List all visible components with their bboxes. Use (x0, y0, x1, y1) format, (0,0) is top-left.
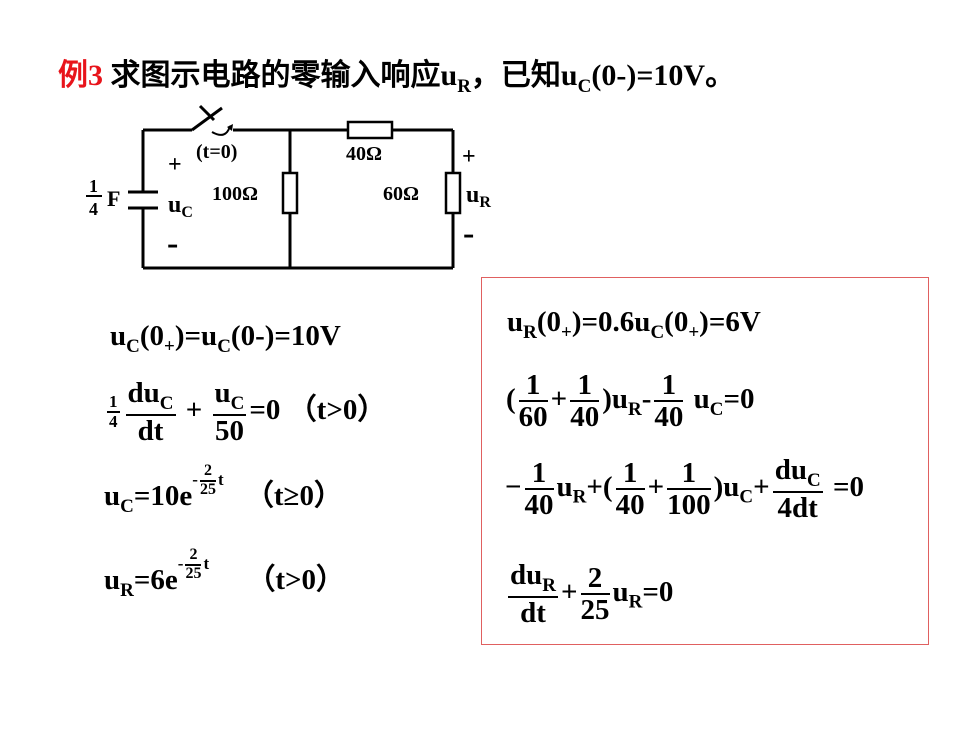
circuit-diagram: (t=0) 40Ω 100Ω 60Ω 1 4 F + uC - + uR - (86, 104, 491, 270)
r60-label: 60Ω (383, 183, 419, 205)
r100-label: 100Ω (212, 183, 258, 205)
eq-initial-uc: uC(0+)=uC(0-)=10V (110, 320, 341, 357)
r40-label: 40Ω (346, 143, 382, 165)
ur-minus: - (463, 215, 474, 252)
switch-mark (198, 104, 216, 122)
cap-den: 4 (89, 199, 98, 219)
ur-plus: + (462, 144, 476, 170)
box-eq-ur-initial: uR(0+)=0.6uC(0+)=6V (507, 306, 761, 343)
uc-plus: + (168, 152, 182, 178)
cap-num: 1 (89, 176, 98, 196)
ur-symbol: uR (466, 182, 491, 211)
uc-symbol: uC (168, 192, 193, 221)
switch-label: (t=0) (196, 141, 237, 163)
resistor-40 (346, 120, 394, 140)
cap-unit: F (107, 186, 120, 211)
alt-solution-box (481, 277, 929, 645)
resistor-100 (281, 171, 299, 215)
page-title: 例3 求图示电路的零输入响应uR，已知uC(0-)=10V。 (58, 59, 736, 97)
example-label: 例3 (58, 59, 103, 92)
resistor-60 (444, 171, 462, 215)
switch-blade (191, 106, 223, 132)
uc-minus: - (167, 225, 178, 262)
